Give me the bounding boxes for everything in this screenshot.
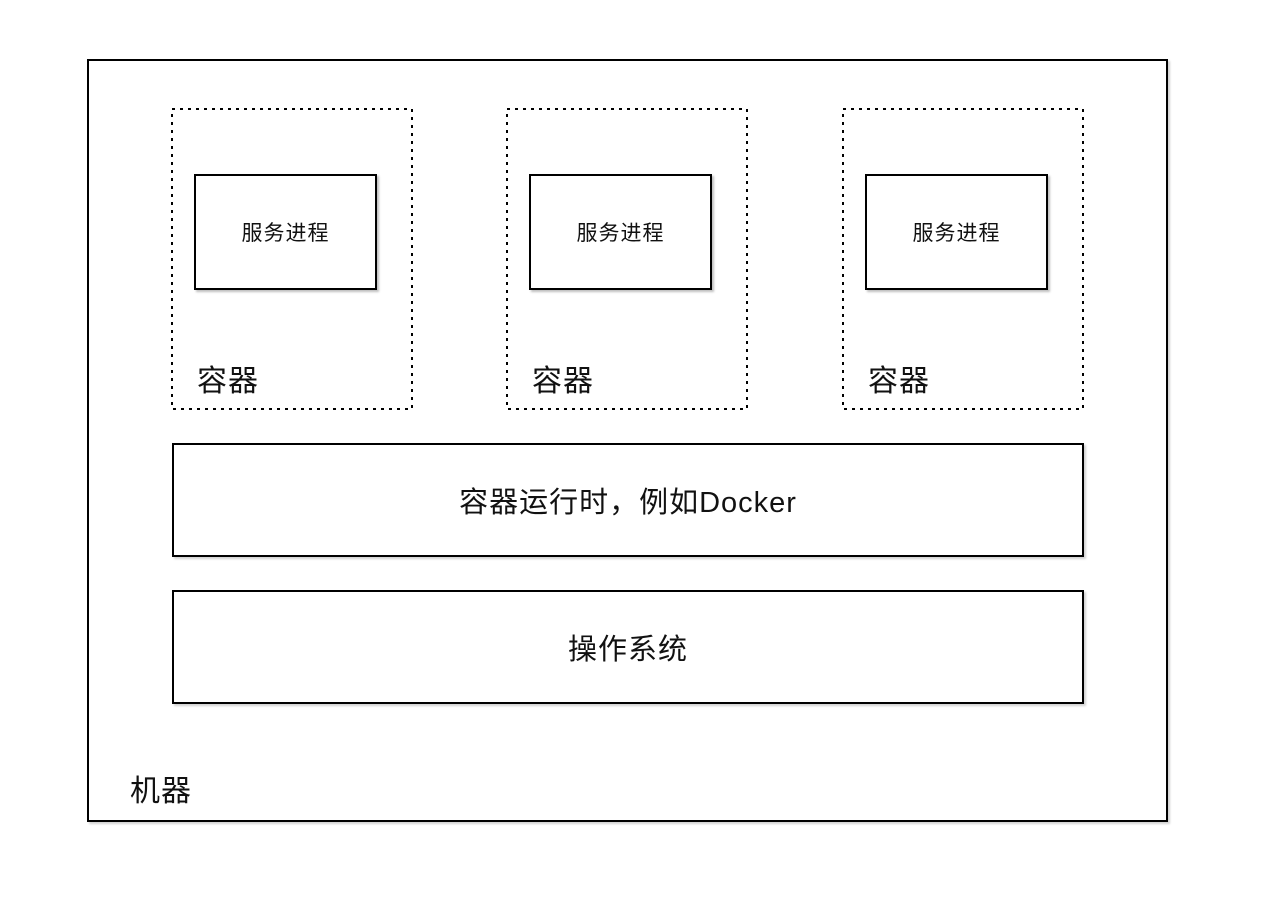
service-process-label: 服务进程: [576, 222, 665, 245]
container-label: 容器: [197, 365, 259, 398]
machine-label: 机器: [130, 775, 192, 808]
container-label: 容器: [532, 365, 594, 398]
service-process-box: 服务进程: [529, 174, 712, 290]
service-process-label: 服务进程: [241, 222, 330, 245]
service-process-label: 服务进程: [912, 222, 1001, 245]
service-process-box: 服务进程: [194, 174, 377, 290]
os-label: 操作系统: [567, 634, 688, 666]
container-box-2: 服务进程 容器: [506, 108, 748, 410]
container-runtime-box: 容器运行时，例如Docker: [172, 443, 1084, 557]
container-runtime-label: 容器运行时，例如Docker: [459, 487, 797, 519]
os-box: 操作系统: [172, 590, 1084, 704]
machine-box: 服务进程 容器 服务进程 容器 服务进程 容器 容器运行时，例: [87, 59, 1168, 822]
service-process-box: 服务进程: [865, 174, 1048, 290]
container-box-3: 服务进程 容器: [842, 108, 1084, 410]
container-label: 容器: [868, 365, 930, 398]
container-box-1: 服务进程 容器: [171, 108, 413, 410]
